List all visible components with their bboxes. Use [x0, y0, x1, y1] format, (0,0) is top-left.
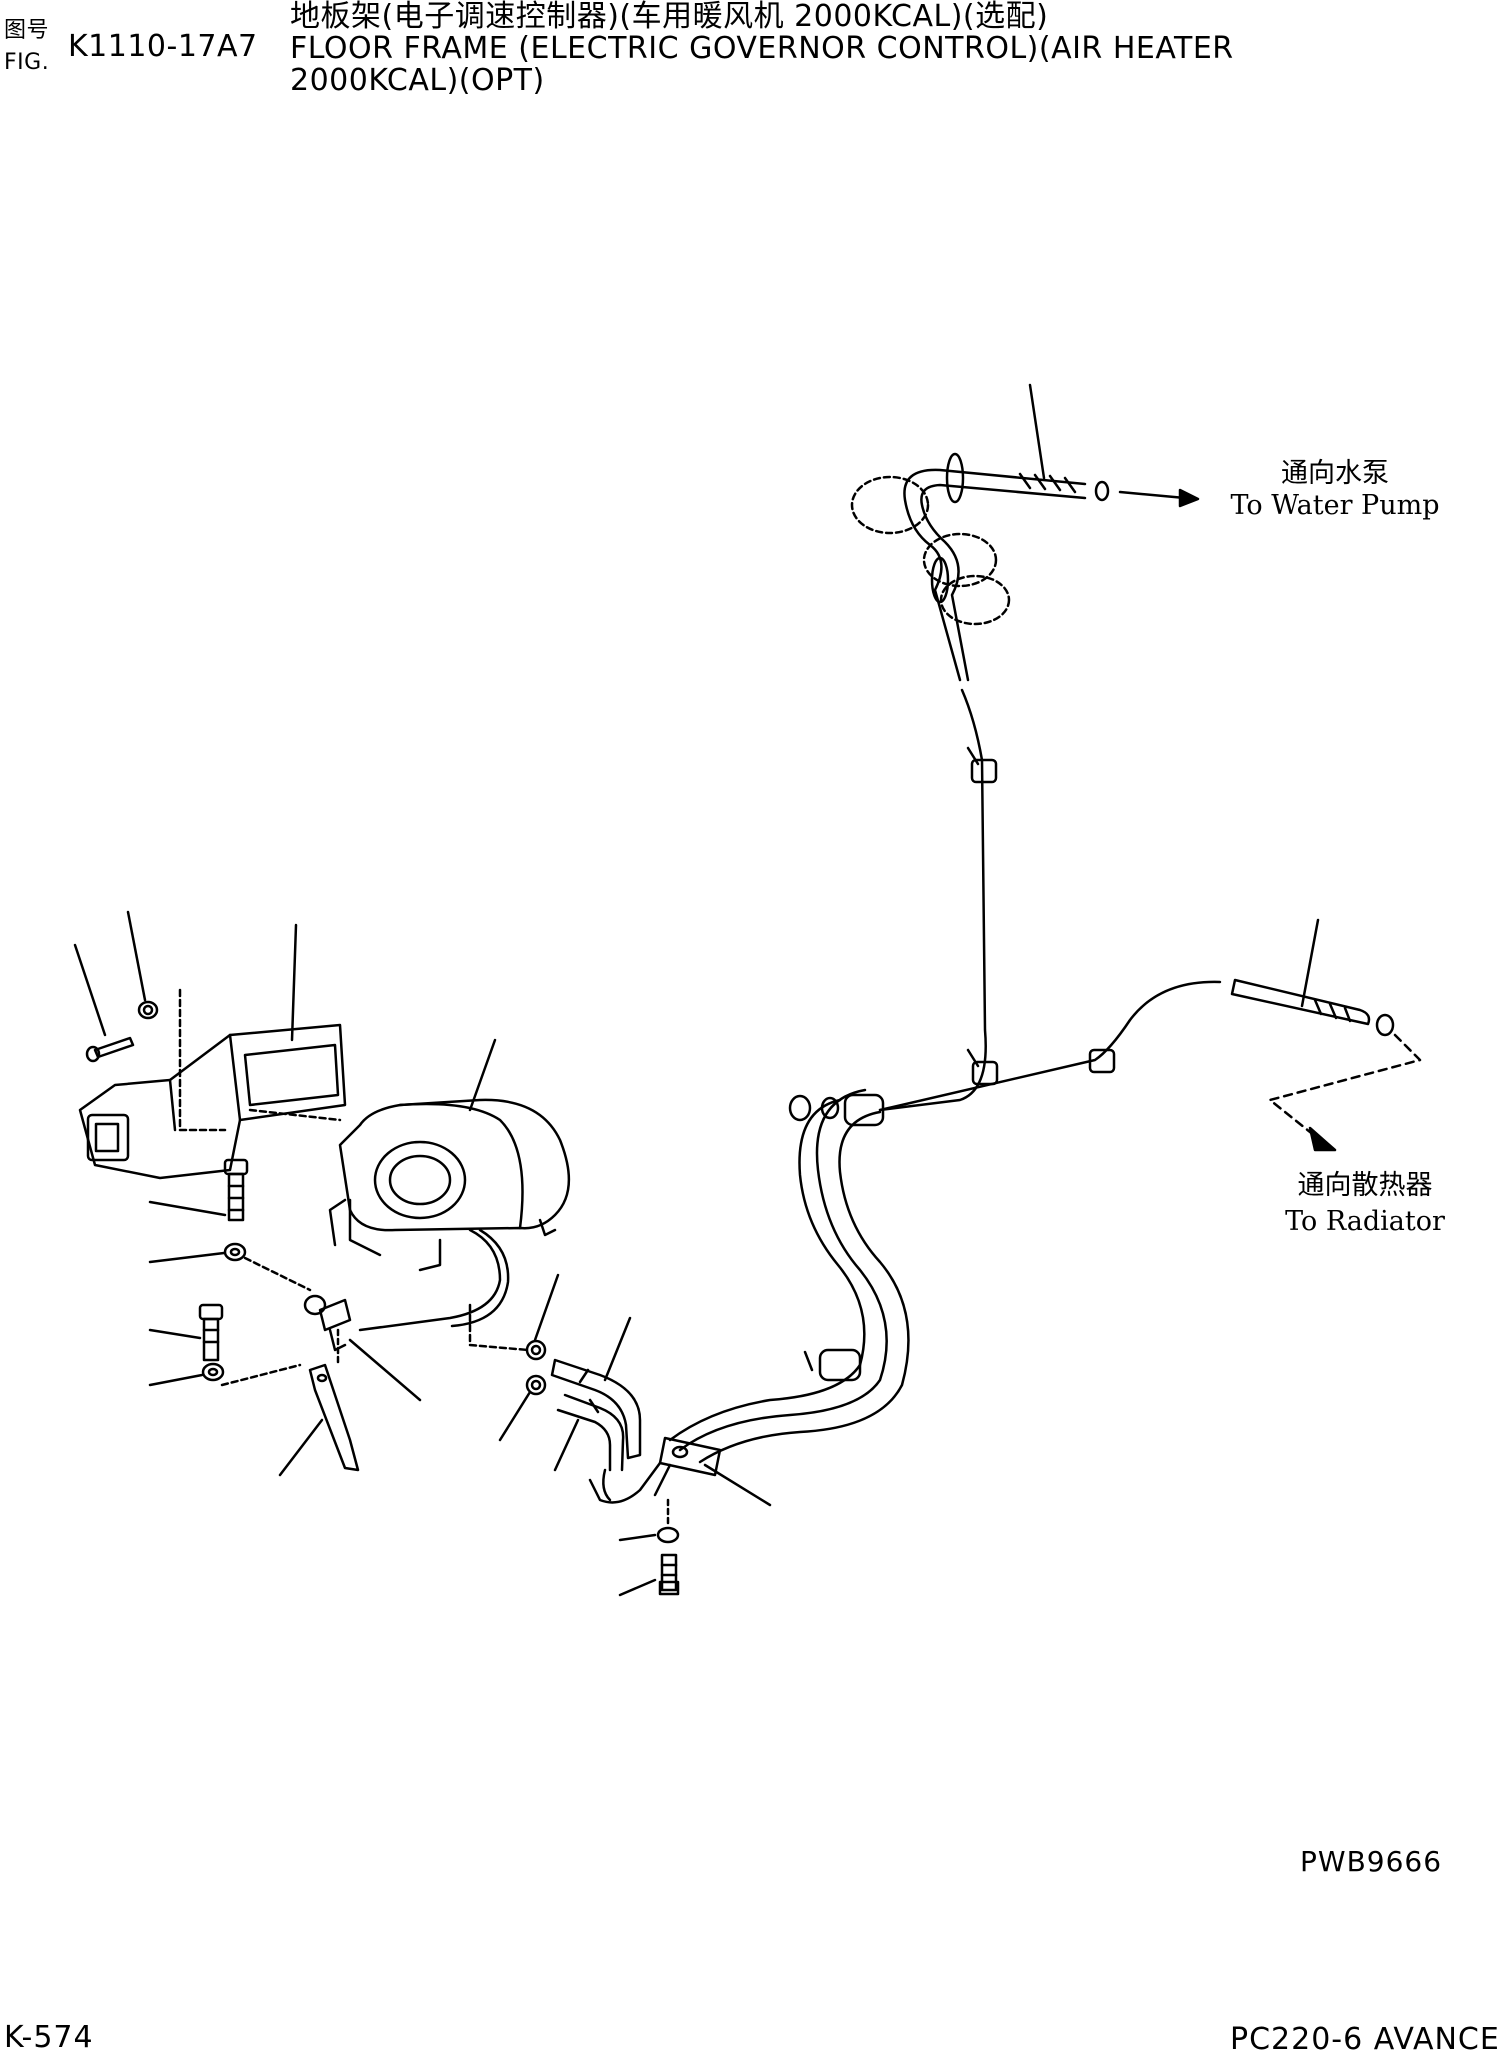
main-hose [668, 1088, 910, 1464]
leader-line-hose-2 [553, 1418, 580, 1472]
radiator-dashed-line [1268, 1033, 1422, 1142]
nut-1 [525, 1339, 547, 1361]
callout-water-pump-en: To Water Pump [1230, 490, 1440, 521]
leader-line-nut-2 [498, 1390, 532, 1442]
leader-line-washer-left-1 [148, 1251, 226, 1264]
title-en-line1: FLOOR FRAME (ELECTRIC GOVERNOR CONTROL)(… [290, 31, 1234, 66]
leader-line-nut-1 [533, 1273, 560, 1342]
hose-clamp-mid [803, 1093, 885, 1382]
hose-clip-c [788, 1094, 812, 1122]
fig-number: K1110-17A7 [68, 29, 258, 64]
leader-line-duct [290, 923, 298, 1042]
valve [303, 1294, 352, 1352]
leader-line-water-hose [1028, 383, 1046, 480]
nut-2 [525, 1374, 547, 1396]
washer-left-2 [201, 1362, 225, 1382]
tube-clip-2 [966, 1048, 999, 1086]
leader-line-bolt-left-1 [148, 1200, 227, 1217]
drawing-code: PWB9666 [1300, 1845, 1443, 1878]
mount-bracket [308, 1363, 360, 1472]
heater-duct [78, 1023, 347, 1180]
clamp-rings [930, 452, 965, 604]
hose-bracket [588, 1436, 722, 1504]
title-cn: 地板架(电子调速控制器)(车用暖风机 2000KCAL)(选配) [290, 0, 1049, 34]
hose-clamp-upper [850, 475, 1011, 626]
callout-radiator-en: To Radiator [1285, 1206, 1445, 1237]
leader-line-screw-top [73, 943, 107, 1037]
leader-line-radiator-hose [1300, 918, 1320, 1008]
short-hoses [550, 1358, 642, 1502]
title-en-line2: 2000KCAL)(OPT) [290, 63, 545, 98]
water-pump-arrow-line [1118, 490, 1187, 500]
leader-line-mount-bracket [278, 1418, 324, 1477]
tube-clip-1 [966, 746, 998, 784]
callout-water-pump-cn: 通向水泵 [1281, 458, 1389, 489]
thin-tube-vertical [878, 688, 987, 1112]
leader-line-washer-top [126, 910, 147, 1002]
leader-line-hose-1 [603, 1316, 632, 1382]
leader-line-washer-left-2 [148, 1373, 204, 1387]
washer-left-1 [223, 1242, 247, 1262]
leader-line-bolt-bottom [618, 1578, 657, 1597]
machine-model: PC220-6 AVANCE [1230, 2022, 1500, 2057]
callout-radiator-cn: 通向散热器 [1297, 1170, 1433, 1201]
page-number: K-574 [4, 2020, 94, 2055]
bolt-left-2 [198, 1303, 224, 1362]
thin-tube-radiator [878, 980, 1222, 1112]
screw-top [85, 1036, 135, 1063]
heater-unit [328, 1098, 571, 1332]
radiator-hose [1230, 978, 1395, 1037]
leader-line-valve [348, 1338, 422, 1402]
tube-clip-3 [1088, 1048, 1116, 1074]
water-pump-arrowhead [1178, 488, 1200, 508]
fig-label-cn: 图号 [4, 18, 50, 43]
bolt-bottom [656, 1526, 680, 1596]
fig-label-en: FIG. [4, 50, 50, 75]
leader-line-bolt-left-2 [148, 1328, 202, 1340]
leader-line-washer-bottom [618, 1533, 657, 1542]
leader-line-bracket [703, 1463, 772, 1507]
radiator-arrowhead [1308, 1126, 1337, 1152]
bolt-left-1 [223, 1158, 249, 1222]
leader-line-heater [468, 1038, 497, 1112]
washer-top [137, 1000, 159, 1020]
water-pump-hose [903, 468, 1110, 682]
